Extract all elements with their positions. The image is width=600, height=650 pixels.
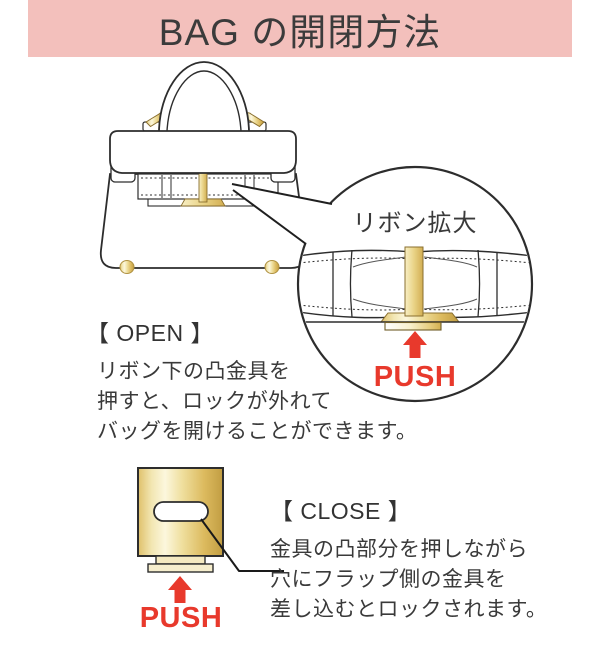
open-line: 押すと、ロックが外れて [97,390,333,413]
pointer-line [200,518,284,572]
push-button-bar [384,321,442,331]
push-label-top: PUSH [373,361,457,393]
push-arrow-icon [403,331,427,358]
ribbon-magnifier [231,165,534,403]
ribbon-knot-bar [198,170,208,203]
bag-ribbon [137,170,279,207]
close-heading: 【 CLOSE 】 [270,498,412,524]
open-section: 【 OPEN 】 リボン下の凸金具を 押すと、ロックが外れて バッグを開けること… [86,314,417,447]
clasp-base [147,563,214,573]
page-title: BAG の開閉方法 [158,11,442,53]
title-banner: BAG の開閉方法 [28,0,572,57]
open-line: リボン下の凸金具を [97,360,291,383]
magnifier-tail-edge [231,183,333,245]
zoom-knot-bar [404,246,424,317]
open-heading: 【 OPEN 】 [86,320,214,346]
magnifier-label: リボン拡大 [352,210,478,237]
bag-flap [109,130,297,174]
close-line: 穴にフラップ側の金具を [270,568,507,591]
clasp-slot [153,501,209,522]
clasp-step [155,555,206,565]
close-section: 【 CLOSE 】 金具の凸部分を押しながら 穴にフラップ側の金具を 差し込むと… [270,492,547,625]
close-line: 金具の凸部分を押しながら [270,538,528,561]
bag-handle [158,61,250,132]
bag-foot-icon [264,260,280,274]
close-line: 差し込むとロックされます。 [270,598,548,621]
open-line: バッグを開けることができます。 [97,420,418,443]
bag-illustration [99,61,308,274]
ribbon-knot-base [180,198,226,207]
push-label-bottom: PUSH [139,602,223,634]
bag-foot-icon [119,260,135,274]
push-arrow-icon [168,576,192,603]
clasp-illustration [137,467,284,603]
ribbon-zoom [299,246,531,331]
